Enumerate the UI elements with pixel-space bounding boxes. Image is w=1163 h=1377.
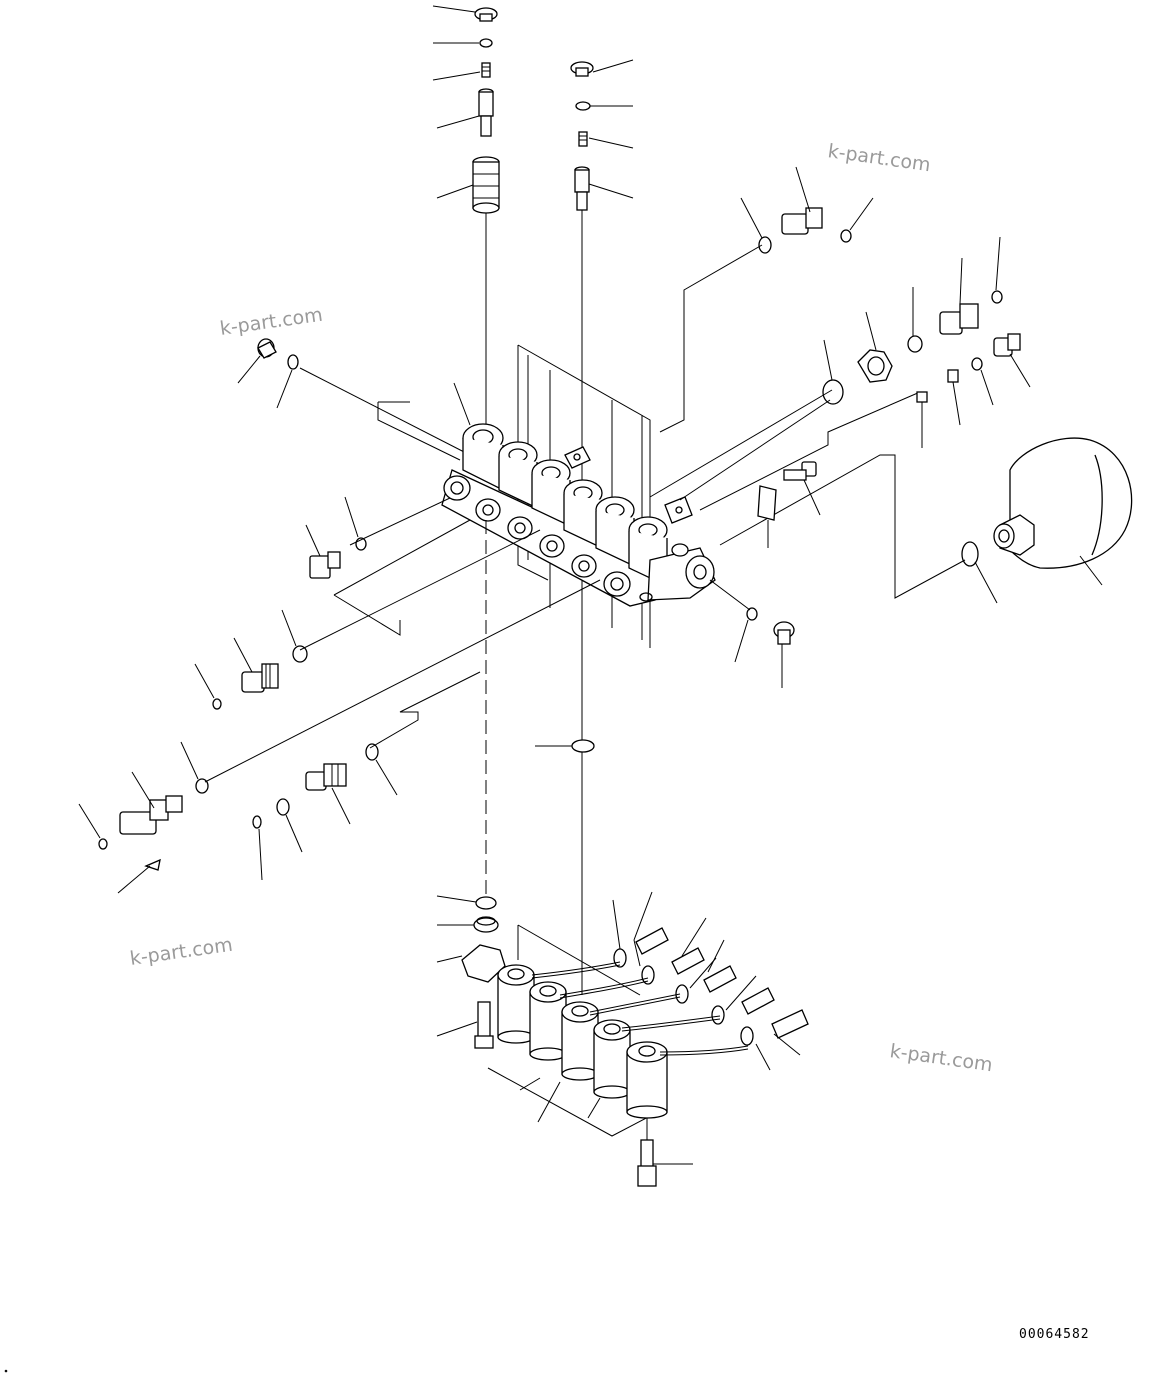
connector-icon <box>741 987 775 1015</box>
plug-icon <box>773 621 795 688</box>
port-icon <box>498 441 538 510</box>
bracket-icon <box>757 485 777 548</box>
leader-lines <box>204 244 966 995</box>
o-ring-icon <box>822 339 844 405</box>
solenoid-coil-icon <box>561 1001 599 1081</box>
solenoid-coil-icon <box>529 981 567 1061</box>
end-boss-icon <box>639 543 716 602</box>
drawing-number: 00064582 <box>1019 1327 1090 1342</box>
connector-icon <box>771 1009 809 1056</box>
connector-icon <box>703 939 737 993</box>
bolt-icon <box>637 1118 693 1187</box>
o-ring-icon <box>840 197 874 243</box>
o-ring-icon <box>281 609 308 663</box>
elbow-fitting-icon <box>781 166 823 235</box>
o-ring-icon <box>436 895 497 910</box>
solenoid-coil-icon <box>497 964 535 1044</box>
connector-icon <box>633 891 669 955</box>
o-ring-icon <box>907 287 923 353</box>
o-ring-icon <box>344 496 367 551</box>
spool-icon <box>436 156 500 214</box>
small-fitting-icon <box>916 369 961 448</box>
plug-icon <box>993 333 1031 388</box>
piston-icon <box>436 88 494 137</box>
o-ring-icon <box>535 739 595 753</box>
bolt-icon <box>436 1001 494 1049</box>
union-fitting-icon <box>939 257 979 335</box>
piston-icon <box>574 166 634 211</box>
o-ring-icon <box>180 741 209 794</box>
union-fitting-icon <box>233 637 279 693</box>
o-ring-icon <box>575 101 633 111</box>
o-ring-icon <box>276 354 299 409</box>
o-ring-icon <box>433 38 493 48</box>
mount-tab-icon <box>564 446 693 524</box>
plug-icon <box>570 59 634 77</box>
o-ring-icon <box>365 743 398 796</box>
solenoid-stack <box>436 891 809 1187</box>
o-ring-icon <box>961 541 998 604</box>
valve-block-icon <box>299 344 716 648</box>
o-ring-icon <box>971 357 994 406</box>
port-icon <box>462 423 504 492</box>
hex-plug-icon <box>857 311 893 383</box>
cap-icon <box>437 916 499 933</box>
spool-stack-left <box>432 5 500 425</box>
cover-plate-icon <box>436 944 506 983</box>
plug-icon <box>432 5 498 22</box>
o-ring-icon <box>734 607 758 663</box>
hex-plug-icon <box>305 524 341 579</box>
spring-icon <box>432 62 491 81</box>
bolt-icon <box>783 461 821 516</box>
port-icon <box>563 479 603 550</box>
spool-stack-right <box>570 59 634 745</box>
o-ring-icon <box>78 803 108 850</box>
o-ring-icon <box>252 798 303 881</box>
o-ring-icon <box>991 236 1003 304</box>
connector-icon <box>671 917 707 975</box>
wire-harness <box>531 961 749 1056</box>
accumulator-icon <box>993 437 1133 586</box>
port-icon <box>595 496 635 568</box>
solenoid-coil-icon <box>626 1041 668 1119</box>
elbow-fitting-icon <box>117 771 183 894</box>
clamp-icon <box>612 899 771 1071</box>
o-ring-icon <box>194 663 222 710</box>
solenoid-coil-icon <box>593 1019 631 1099</box>
spring-icon <box>578 131 634 149</box>
union-fitting-icon <box>305 763 351 825</box>
port-icon <box>531 459 571 528</box>
boss-icon <box>443 475 631 597</box>
plug-icon <box>237 338 277 384</box>
o-ring-icon <box>740 197 772 254</box>
